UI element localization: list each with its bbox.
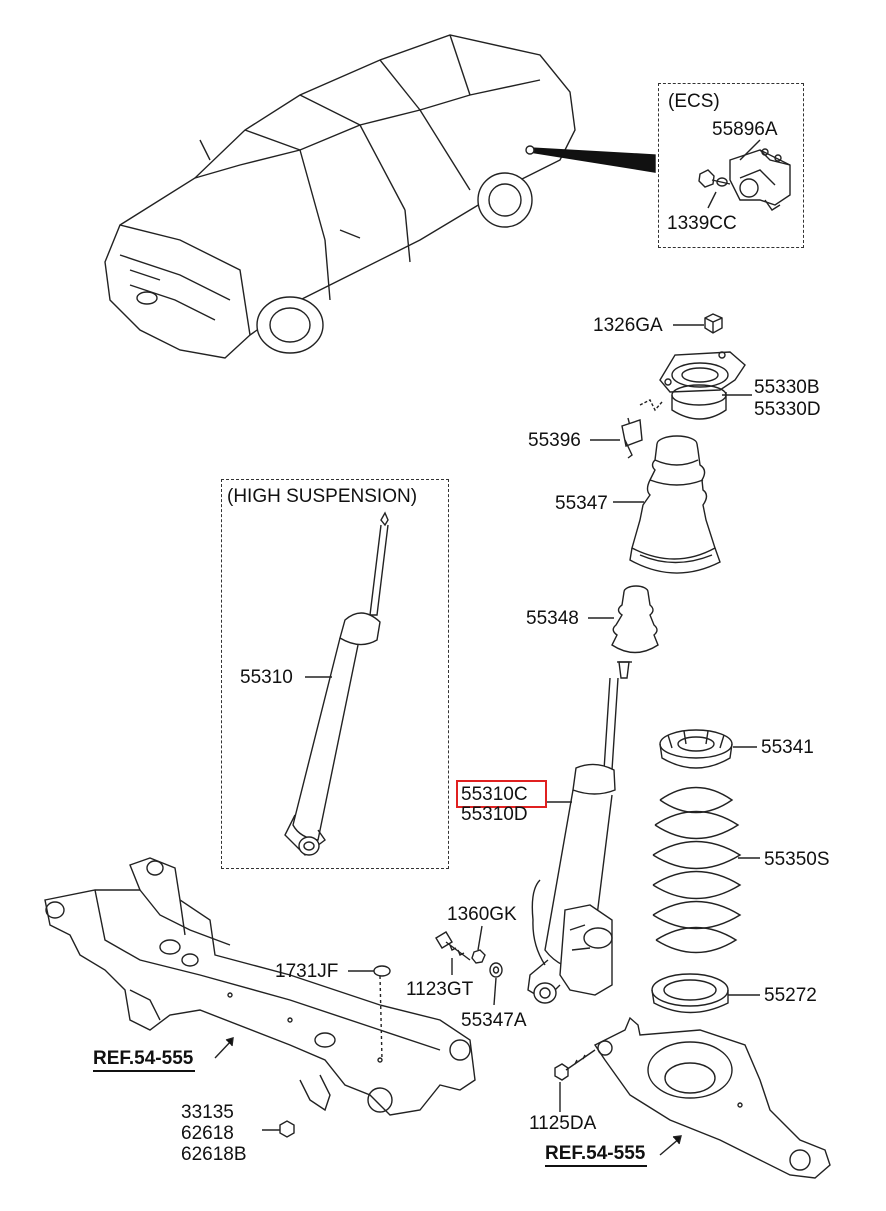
part-label-55310D[interactable]: 55310D	[461, 804, 528, 825]
part-label-62618B[interactable]: 62618B	[181, 1144, 247, 1165]
part-label-1326GA[interactable]: 1326GA	[593, 315, 663, 336]
washer-55347A	[489, 962, 503, 978]
ecs-group-box	[658, 83, 804, 248]
part-label-55341[interactable]: 55341	[761, 737, 814, 758]
nut-1360GK	[471, 949, 486, 964]
highlight-box-55310C	[456, 780, 547, 808]
coil-spring-55350S	[652, 786, 742, 954]
bolt-33135	[279, 1120, 295, 1138]
part-label-55347A[interactable]: 55347A	[461, 1010, 527, 1031]
part-label-62618[interactable]: 62618	[181, 1123, 234, 1144]
part-label-55330B[interactable]: 55330B	[754, 377, 820, 398]
plug-1731JF	[373, 965, 391, 977]
bump-stopper-55348	[611, 585, 659, 654]
shock-absorber-55310	[284, 511, 389, 856]
lower-spring-pad-55272	[651, 973, 729, 1014]
part-label-1123GT[interactable]: 1123GT	[406, 979, 474, 1000]
spring-pad-55341	[659, 729, 733, 769]
part-label-55272[interactable]: 55272	[764, 985, 817, 1006]
top-mount-55330B	[659, 351, 746, 420]
bolt-55396	[621, 417, 643, 459]
part-label-33135[interactable]: 33135	[181, 1102, 234, 1123]
part-label-1731JF[interactable]: 1731JF	[275, 961, 339, 982]
high-suspension-title: (HIGH SUSPENSION)	[227, 486, 418, 507]
lower-arm	[593, 1016, 831, 1179]
bolt-1123GT	[435, 931, 471, 961]
shock-absorber-55310C	[527, 661, 632, 1004]
part-label-55896A[interactable]: 55896A	[712, 119, 778, 140]
part-label-55350S[interactable]: 55350S	[764, 849, 830, 870]
nut-1326GA	[704, 313, 723, 334]
ecs-sensor-55896A	[729, 148, 791, 211]
dust-cover-55347	[629, 435, 721, 574]
part-label-55347[interactable]: 55347	[555, 493, 608, 514]
ref-label-right[interactable]: REF.54-555	[545, 1144, 648, 1167]
part-label-55310C[interactable]: 55310C	[461, 784, 528, 805]
part-label-55310[interactable]: 55310	[240, 667, 293, 688]
part-label-1339CC[interactable]: 1339CC	[667, 213, 737, 234]
ref-label-left[interactable]: REF.54-555	[93, 1049, 196, 1072]
part-label-1360GK[interactable]: 1360GK	[447, 904, 517, 925]
part-label-1125DA[interactable]: 1125DA	[529, 1113, 597, 1134]
part-label-55348[interactable]: 55348	[526, 608, 579, 629]
car-illustration	[104, 34, 656, 359]
bolt-1339CC	[698, 169, 731, 188]
part-label-55396[interactable]: 55396	[528, 430, 581, 451]
crossmember	[44, 857, 476, 1116]
part-label-55330D[interactable]: 55330D	[754, 399, 821, 420]
bolt-1125DA	[554, 1049, 596, 1081]
ecs-title: (ECS)	[668, 91, 720, 112]
high-suspension-group-box	[221, 479, 449, 869]
